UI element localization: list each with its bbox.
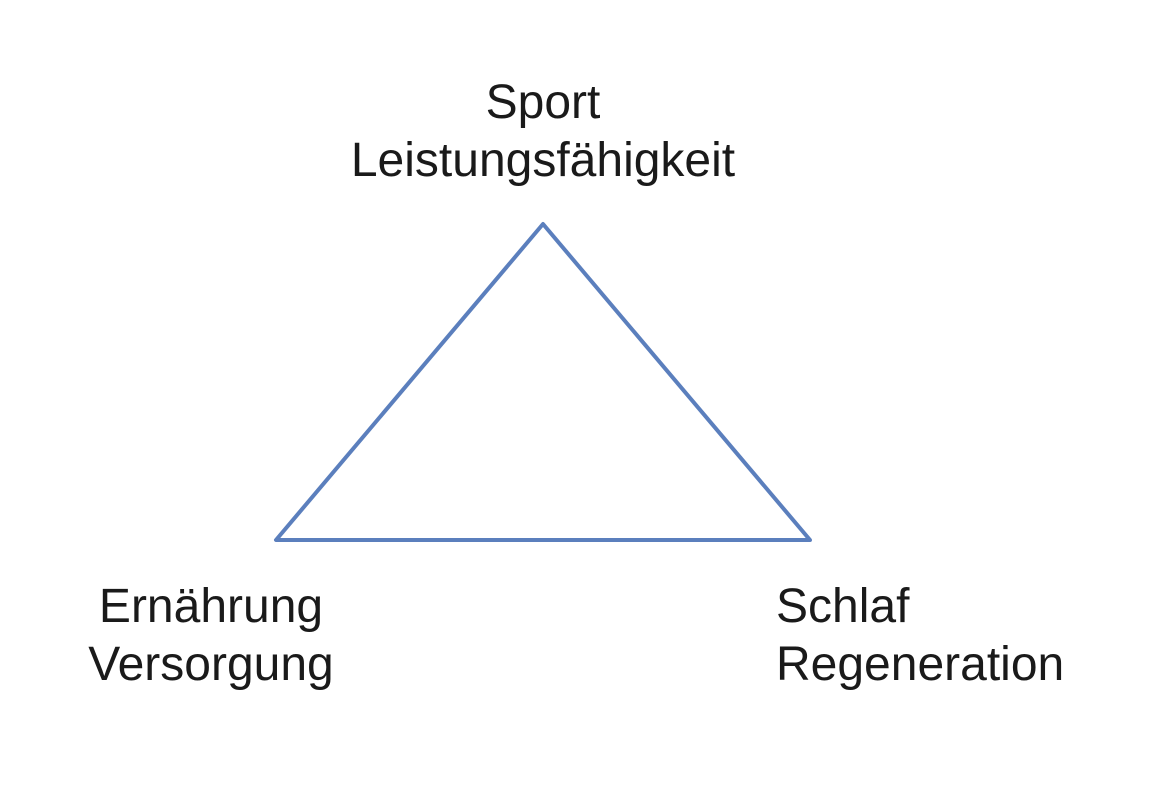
vertex-label-top-line2: Leistungsfähigkeit	[350, 134, 736, 187]
vertex-label-bottom-left-line2: Versorgung	[88, 638, 334, 691]
vertex-label-bottom-right-line2: Regeneration	[776, 638, 1065, 691]
vertex-label-bottom-left-line1: Ernährung	[98, 580, 324, 633]
vertex-label-top: Sport Leistungsfähigkeit	[335, 74, 751, 190]
vertex-label-top-line1: Sport	[485, 76, 601, 129]
triangle-shape	[274, 222, 812, 542]
vertex-label-bottom-right-line1: Schlaf	[776, 580, 910, 633]
vertex-label-bottom-left: Ernährung Versorgung	[76, 578, 346, 694]
vertex-label-bottom-right: Schlaf Regeneration	[776, 578, 1106, 694]
